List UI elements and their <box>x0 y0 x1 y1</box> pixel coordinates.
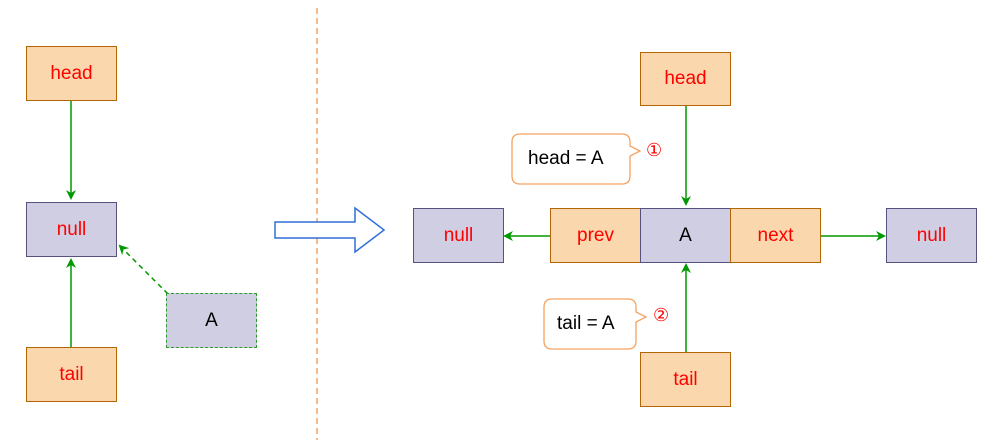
left-null-box: null <box>26 202 117 257</box>
step-marker-2: ② <box>653 305 670 326</box>
right-null-left-box: null <box>413 208 504 263</box>
right-tail-box: tail <box>640 352 731 407</box>
callout-tail-text: tail = A <box>557 313 615 334</box>
arrow-a-to-null-dashed <box>118 244 169 295</box>
callout-head-text: head = A <box>528 148 604 169</box>
left-head-box: head <box>26 46 117 101</box>
node-prev-field: prev <box>550 208 641 263</box>
callout-bubble-tail <box>543 298 648 350</box>
step-marker-1: ① <box>646 140 663 161</box>
node-next-field: next <box>730 208 821 263</box>
left-tail-box: tail <box>26 347 117 402</box>
right-head-box: head <box>640 52 731 106</box>
node-a-value: A <box>640 208 731 263</box>
left-new-node-a: A <box>166 293 257 348</box>
callout-bubble-head <box>511 133 642 185</box>
right-null-right-box: null <box>886 208 977 263</box>
transition-arrow-icon <box>274 206 386 254</box>
